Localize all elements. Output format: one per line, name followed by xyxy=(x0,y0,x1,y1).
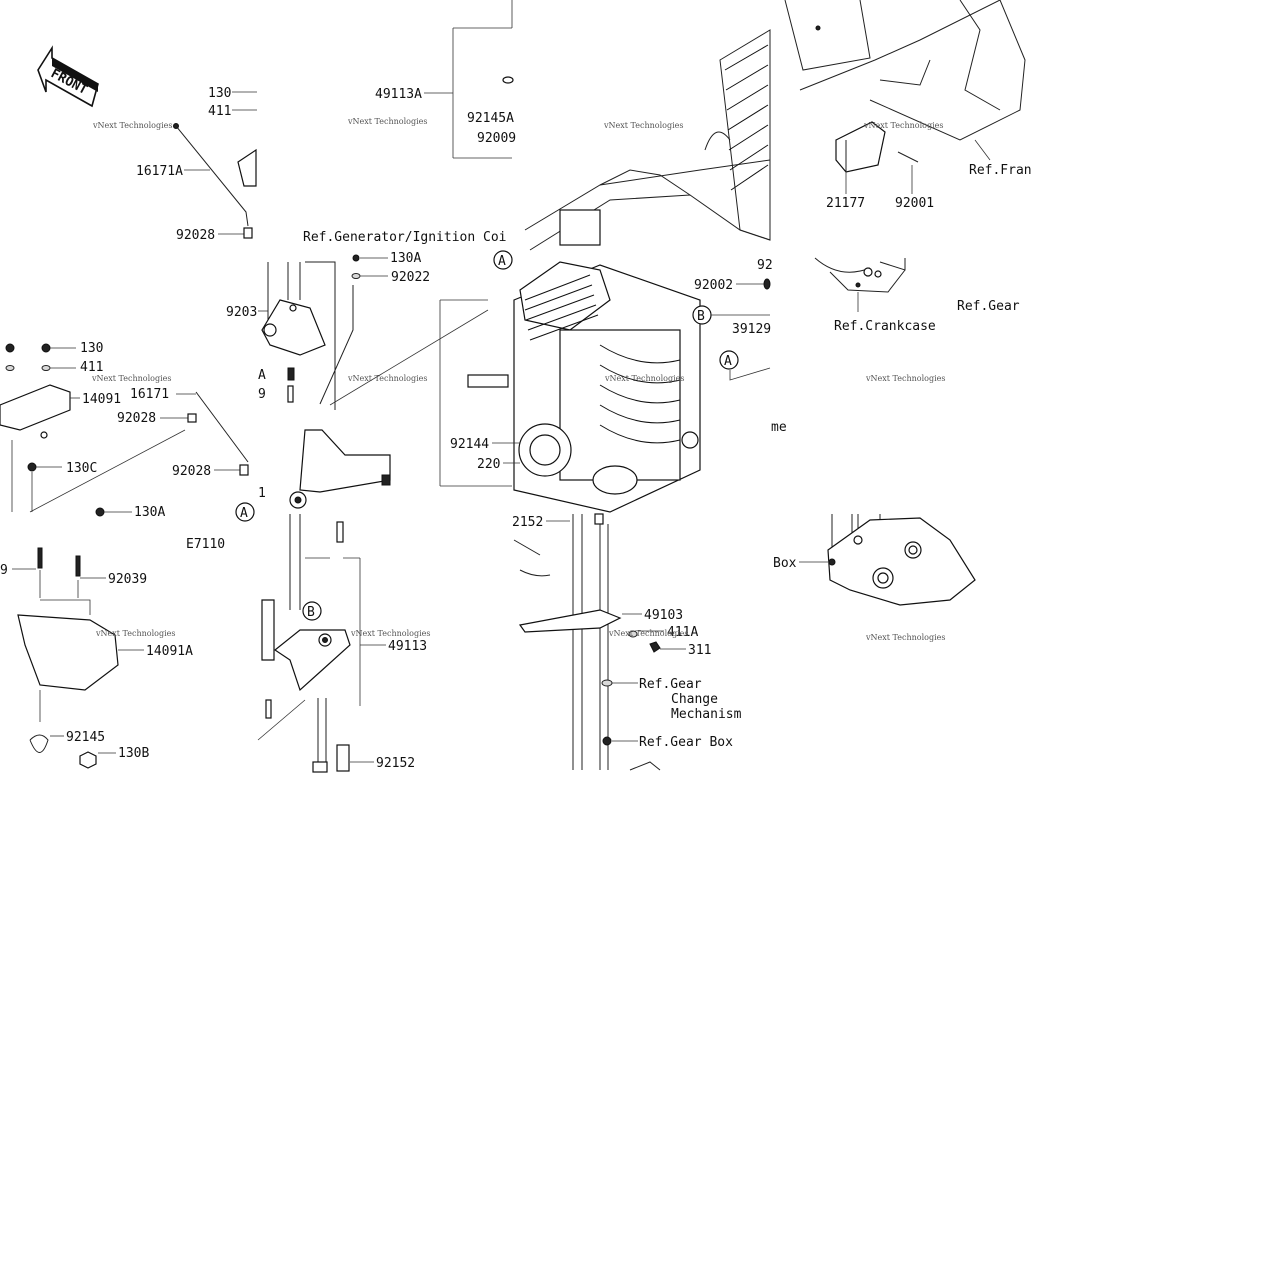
part-130A-left: 130A xyxy=(134,505,165,520)
watermark-10: vNext Technologies xyxy=(350,629,430,638)
part-21177: 21177 xyxy=(826,196,865,211)
front-arrow-icon: FRONT xyxy=(37,45,99,108)
part-92001: 92001 xyxy=(895,196,934,211)
callout-a-right: A xyxy=(724,354,732,369)
part-92144: 92144 xyxy=(450,437,489,452)
watermark-1: vNext Technologies xyxy=(92,121,172,130)
part-92152: 92152 xyxy=(376,756,415,771)
part-A-cut: A xyxy=(258,368,266,383)
watermarks: vNext Technologies vNext Technologies vN… xyxy=(91,117,945,642)
ref-frame-cut: me xyxy=(771,420,787,435)
panel-top-right: 21177 92001 Ref.Fran xyxy=(784,0,1032,211)
part-130A-mid: 130A xyxy=(390,251,421,266)
part-92-cut: 92 xyxy=(757,258,773,273)
watermark-9: vNext Technologies xyxy=(95,629,175,638)
panel-bottom-center: 49113 B 92152 xyxy=(257,514,427,773)
watermark-4: vNext Technologies xyxy=(863,121,943,130)
part-14091: 14091 xyxy=(82,392,121,407)
part-92039: 92039 xyxy=(108,572,147,587)
panel-bottom-right: Box xyxy=(773,514,976,606)
ref-gear-box: Ref.Gear Box xyxy=(639,735,733,750)
part-411A: 411A xyxy=(667,625,698,640)
watermark-12: vNext Technologies xyxy=(865,633,945,642)
ref-generator-ignition: Ref.Generator/Ignition Coi xyxy=(303,230,507,245)
part-49113A: 49113A xyxy=(375,87,422,102)
part-39129: 39129 xyxy=(732,322,771,337)
ref-gear-change-3: Mechanism xyxy=(671,707,742,722)
part-92145: 92145 xyxy=(66,730,105,745)
part-9203: 9203 xyxy=(226,305,257,320)
ref-frame: Ref.Fran xyxy=(969,163,1032,178)
ref-crankcase: Ref.Crankcase xyxy=(834,319,936,334)
part-92028-top: 92028 xyxy=(176,228,215,243)
watermark-8: vNext Technologies xyxy=(865,374,945,383)
part-92022: 92022 xyxy=(391,270,430,285)
part-130C: 130C xyxy=(66,461,97,476)
callout-b-right: B xyxy=(697,309,705,324)
part-16171A: 16171A xyxy=(136,164,183,179)
part-9-cut: 9 xyxy=(258,387,266,402)
part-92009: 92009 xyxy=(477,131,516,146)
watermark-3: vNext Technologies xyxy=(603,121,683,130)
part-92028-lower: 92028 xyxy=(172,464,211,479)
part-92152-cut: 2152 xyxy=(512,515,543,530)
part-130B: 130B xyxy=(118,746,149,761)
part-1-cut: 1 xyxy=(258,486,266,501)
part-220: 220 xyxy=(477,457,500,472)
panel-center-engine: 92144 220 xyxy=(450,258,770,514)
part-411-top: 411 xyxy=(208,104,231,119)
e7110-code: E7110 xyxy=(186,537,225,552)
part-311: 311 xyxy=(688,643,711,658)
watermark-7: vNext Technologies xyxy=(604,374,684,383)
panel-top-left: 130 411 16171A 92028 xyxy=(136,86,257,243)
callout-a-mid: A xyxy=(498,254,506,269)
part-14091A: 14091A xyxy=(146,644,193,659)
part-9-left: 9 xyxy=(0,563,8,578)
callout-a-left: A xyxy=(240,506,248,521)
part-92145A: 92145A xyxy=(467,111,514,126)
part-16171: 16171 xyxy=(130,387,169,402)
part-49113: 49113 xyxy=(388,639,427,654)
watermark-5: vNext Technologies xyxy=(91,374,171,383)
watermark-6: vNext Technologies xyxy=(347,374,427,383)
ref-gear-change-2: Change xyxy=(671,692,718,707)
part-130-top: 130 xyxy=(208,86,231,101)
panel-middle-center: 130A 92022 9203 A 9 1 A xyxy=(226,250,513,509)
callout-b-bottom: B xyxy=(307,605,315,620)
part-130-left: 130 xyxy=(80,341,103,356)
panel-middle-right: 92002 92 B 39129 A me Ref.Crankcase Ref.… xyxy=(692,257,1020,435)
part-92002: 92002 xyxy=(694,278,733,293)
panel-top-engine xyxy=(524,29,771,251)
ref-gear-change-1: Ref.Gear xyxy=(639,677,702,692)
part-92028-left: 92028 xyxy=(117,411,156,426)
part-49103: 49103 xyxy=(644,608,683,623)
watermark-11: vNext Technologies xyxy=(608,629,688,638)
panel-bottom-mid-right: 2152 49103 411A 311 Ref.Gear Change Mech… xyxy=(512,513,742,771)
part-411-left: 411 xyxy=(80,360,103,375)
box-cut-label: Box xyxy=(773,556,797,571)
panel-middle-left: 130 411 14091 16171 92028 92028 130C 130… xyxy=(0,341,255,522)
panel-bottom-left: E7110 9 92039 14091A 92145 130B xyxy=(0,537,225,769)
ref-gear-right: Ref.Gear xyxy=(957,299,1020,314)
watermark-2: vNext Technologies xyxy=(347,117,427,126)
panel-top-middle: 49113A 92145A 92009 Ref.Generator/Igniti… xyxy=(303,0,516,245)
